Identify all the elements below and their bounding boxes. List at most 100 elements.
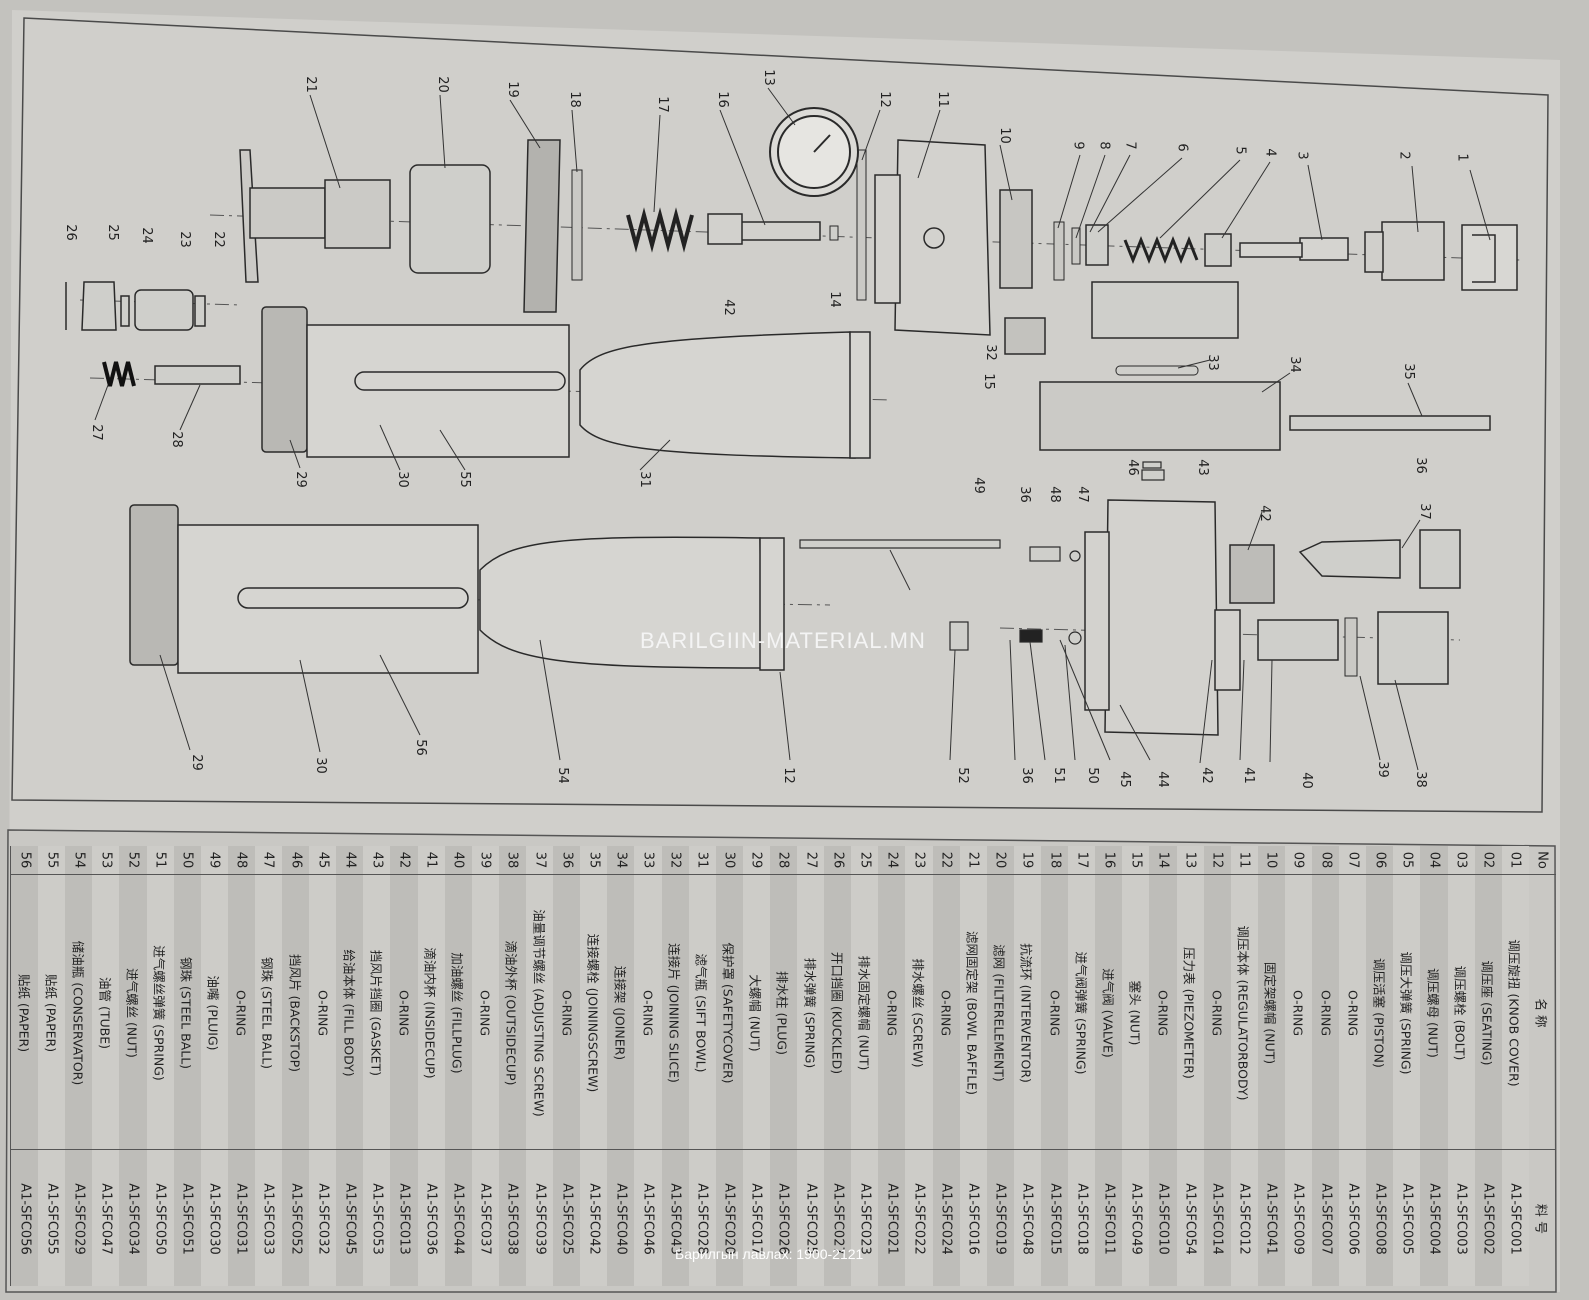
part-big-nut-top bbox=[261, 306, 308, 453]
callout-56: 56 bbox=[412, 739, 428, 756]
row-number: 55 bbox=[44, 851, 60, 869]
part-outside-cup bbox=[1377, 611, 1449, 685]
row-name: 挡风片 (BACKSTOP) bbox=[287, 953, 303, 1072]
callout-13: 13 bbox=[760, 69, 776, 86]
row-code: A1-SFC016 bbox=[965, 1182, 981, 1255]
part-filter-bowl bbox=[306, 324, 871, 459]
diagram-frame bbox=[11, 17, 1549, 813]
row-name: 滤气瓶 (SIFT BOWL) bbox=[693, 953, 709, 1072]
row-name: 进气螺丝弹簧 (SPRING) bbox=[151, 944, 167, 1081]
callout-23: 23 bbox=[176, 231, 192, 248]
row-code: A1-SFC050 bbox=[152, 1182, 168, 1255]
row-number: 35 bbox=[586, 851, 602, 869]
row-number: 11 bbox=[1236, 851, 1252, 869]
row-code: A1-SFC009 bbox=[1290, 1182, 1306, 1255]
row-code: A1-SFC054 bbox=[1182, 1182, 1198, 1255]
row-number: 08 bbox=[1318, 851, 1334, 869]
callout-20: 20 bbox=[434, 76, 450, 93]
callout-49: 49 bbox=[970, 477, 986, 494]
row-code: A1-SFC053 bbox=[369, 1182, 385, 1255]
part-spring-27 bbox=[102, 361, 136, 387]
row-name: 调压旋扭 (KNOB COVER) bbox=[1506, 938, 1522, 1087]
row-number: 20 bbox=[992, 851, 1008, 869]
row-number: 28 bbox=[775, 851, 791, 869]
callout-42b: 42 bbox=[1256, 505, 1272, 522]
row-number: 22 bbox=[938, 851, 954, 869]
row-number: 53 bbox=[98, 851, 114, 869]
callout-16: 16 bbox=[714, 91, 730, 108]
callout-6: 6 bbox=[1174, 143, 1190, 152]
row-code: A1-SFC011 bbox=[1101, 1182, 1117, 1255]
callout-46: 46 bbox=[1124, 459, 1140, 476]
row-number: 12 bbox=[1209, 851, 1225, 869]
row-name: 调压大弹簧 (SPRING) bbox=[1398, 950, 1414, 1075]
part-interventor bbox=[523, 139, 561, 313]
row-number: 51 bbox=[152, 851, 168, 869]
row-name: 滴油内杯 (INSIDECUP) bbox=[422, 946, 438, 1079]
row-number: 01 bbox=[1507, 851, 1523, 869]
part-fill-body bbox=[1084, 499, 1241, 736]
row-code: A1-SFC034 bbox=[125, 1182, 141, 1255]
row-code: A1-SFC025 bbox=[559, 1182, 575, 1255]
row-name: O-RING bbox=[640, 989, 656, 1036]
row-number: 44 bbox=[342, 851, 358, 869]
row-number: 27 bbox=[803, 851, 819, 869]
header-code: 料 号 bbox=[1532, 1203, 1548, 1234]
row-code: A1-SFC030 bbox=[206, 1182, 222, 1255]
callout-14: 14 bbox=[826, 291, 842, 308]
callout-52: 52 bbox=[954, 767, 970, 784]
callout-48: 48 bbox=[1046, 486, 1062, 503]
callout-42a: 42 bbox=[1198, 767, 1214, 784]
row-code: A1-SFC049 bbox=[1128, 1182, 1144, 1255]
row-number: 17 bbox=[1074, 851, 1090, 869]
footer-text: Барилгын лавлах: 1900-2121 bbox=[675, 1246, 864, 1262]
row-number: 39 bbox=[477, 851, 493, 869]
row-name: 塞头 (NUT) bbox=[1127, 980, 1143, 1045]
callout-9: 9 bbox=[1070, 141, 1086, 150]
part-knob-cover bbox=[1461, 224, 1518, 291]
row-number: 47 bbox=[260, 851, 276, 869]
callout-36b: 36 bbox=[1016, 486, 1032, 503]
row-name: O-RING bbox=[477, 989, 493, 1036]
row-number: 49 bbox=[206, 851, 222, 869]
row-name: 固定架螺帽 (NUT) bbox=[1262, 961, 1278, 1064]
row-code: A1-SFC040 bbox=[613, 1182, 629, 1255]
part-fill-plug bbox=[1229, 544, 1275, 604]
row-code: A1-SFC026 bbox=[775, 1182, 791, 1255]
row-name: 调压活塞 (PISTON) bbox=[1371, 957, 1387, 1068]
callout-8: 8 bbox=[1096, 141, 1112, 150]
row-code: A1-SFC004 bbox=[1426, 1182, 1442, 1255]
part-oring-14 bbox=[829, 225, 839, 241]
row-name: 钢珠 (STEEL BALL) bbox=[259, 956, 275, 1069]
row-name: 调压螺栓 (BOLT) bbox=[1452, 965, 1468, 1060]
row-number: 54 bbox=[71, 851, 87, 869]
row-number: 40 bbox=[450, 851, 466, 869]
callout-2: 2 bbox=[1396, 151, 1412, 160]
leader-lines bbox=[94, 87, 1491, 771]
callout-12: 12 bbox=[876, 91, 892, 108]
part-spring-17 bbox=[626, 207, 694, 253]
part-oring-9 bbox=[1053, 221, 1065, 281]
part-filter-element bbox=[409, 164, 491, 274]
callout-40: 40 bbox=[1298, 772, 1314, 789]
row-code: A1-SFC039 bbox=[532, 1182, 548, 1255]
part-oring-33 bbox=[1115, 365, 1199, 376]
row-name: 压力表 (PIEZOMETER) bbox=[1181, 946, 1197, 1079]
part-oring-18 bbox=[571, 169, 583, 281]
callout-35: 35 bbox=[1400, 363, 1416, 380]
